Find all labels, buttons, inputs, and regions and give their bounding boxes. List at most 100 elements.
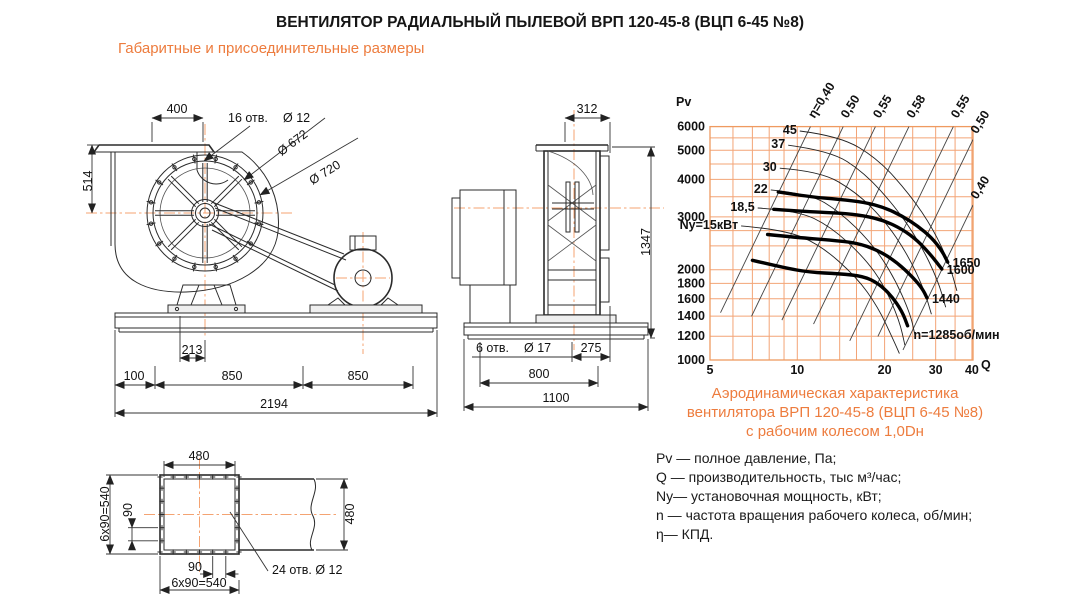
dim-flange-dia: Ø 720 xyxy=(307,158,343,188)
chart-grid xyxy=(709,125,974,361)
eta-line-3 xyxy=(813,126,910,325)
dim-top-312: 312 xyxy=(577,102,598,116)
dim-flange-holes: 24 отв. Ø 12 xyxy=(272,563,343,577)
legend-item-ny: Ny— установочная мощность, кВт; xyxy=(656,488,882,504)
side-view-svg: 312 1347 6 отв. Ø 17 275 800 1100 xyxy=(451,102,664,411)
y-tick-1600: 1600 xyxy=(677,292,705,306)
belt-drive xyxy=(208,201,347,292)
x-tick-20: 20 xyxy=(878,363,892,377)
x-tick-30: 30 xyxy=(929,363,943,377)
page-subtitle: Габаритные и присоединительные размеры xyxy=(118,40,425,57)
rpm-label-1285: n=1285об/мин xyxy=(914,328,1000,342)
fan-curve-1650 xyxy=(776,190,950,264)
page-title: ВЕНТИЛЯТОР РАДИАЛЬНЫЙ ПЫЛЕВОЙ ВРП 120-45… xyxy=(276,14,804,31)
eta-line-0 xyxy=(720,126,811,313)
centerlines xyxy=(86,124,390,354)
power-curve-18.5 xyxy=(757,207,906,346)
power-label-15: Ny=15кВт xyxy=(680,218,738,232)
dim-inlet-holes-dia: Ø 12 xyxy=(283,111,310,125)
dim-left-100: 100 xyxy=(124,369,145,383)
dim-span1-850: 850 xyxy=(222,369,243,383)
legend-item-pv: Pv — полное давление, Па; xyxy=(656,450,837,466)
flange-bolt-holes xyxy=(157,474,242,555)
power-label-30: 30 xyxy=(763,160,777,174)
flange-dimensions: 480 6x90=540 90 480 90 xyxy=(98,449,357,594)
y-tick-6000: 6000 xyxy=(677,120,705,134)
chart-caption-line3: с рабочим колесом 1,0Dн xyxy=(746,423,924,440)
eta-line-2 xyxy=(781,126,876,321)
power-label-45: 45 xyxy=(783,123,797,137)
rpm-label-1600: 1600 xyxy=(947,263,975,277)
dim-pitch-left: 6x90=540 xyxy=(98,486,112,541)
dim-height-514: 514 xyxy=(81,171,95,192)
eta-label-1: 0,50 xyxy=(838,92,863,120)
y-tick-3000: 3000 xyxy=(677,210,705,224)
dim-flange-480-right: 480 xyxy=(343,504,357,525)
inlet-bolt-holes xyxy=(146,154,264,272)
power-curve-37 xyxy=(788,144,947,308)
dim-total-1100: 1100 xyxy=(543,391,570,405)
y-tick-1000: 1000 xyxy=(677,353,705,367)
dim-outlet-width: 400 xyxy=(167,102,188,116)
side-view-drawing: 312 1347 6 отв. Ø 17 275 800 1100 xyxy=(451,90,670,420)
power-curve-30 xyxy=(779,167,932,315)
dim-base-holes-count: 6 отв. xyxy=(476,341,509,355)
y-tick-1200: 1200 xyxy=(677,329,705,343)
casing-side xyxy=(535,144,610,316)
dim-offset-275: 275 xyxy=(581,341,602,355)
fan-curve-1600 xyxy=(772,207,944,271)
flange-view-svg: 480 6x90=540 90 480 90 xyxy=(98,449,357,594)
base-side xyxy=(463,314,649,340)
dim-base-holes-dia: Ø 17 xyxy=(524,341,551,355)
y-tick-5000: 5000 xyxy=(677,143,705,157)
eta-label-4: 0,55 xyxy=(948,92,973,120)
chart-caption-line1: Аэродинамическая характеристика xyxy=(711,385,959,402)
dim-pitch-bottom: 6x90=540 xyxy=(171,576,226,590)
rpm-label-1440: 1440 xyxy=(932,292,960,306)
x-axis-title: Q xyxy=(981,358,991,372)
eta-line-6 xyxy=(902,204,973,351)
legend-item-eta: η— КПД. xyxy=(656,526,714,542)
front-view-drawing: 400 16 отв. Ø 12 Ø 672 Ø 720 514 213 xyxy=(81,86,454,426)
y-tick-2000: 2000 xyxy=(677,263,705,277)
dim-inlet-holes-count: 16 отв. xyxy=(228,111,268,125)
chart-legend: Pv — полное давление, Па; Q — производит… xyxy=(656,449,1026,544)
x-tick-5: 5 xyxy=(707,363,714,377)
centerlines xyxy=(454,110,664,350)
power-curve-22 xyxy=(770,189,916,337)
flange-outline xyxy=(157,474,316,555)
support-pedestal xyxy=(167,284,246,314)
eta-line-4 xyxy=(849,126,954,342)
dim-base-800: 800 xyxy=(529,367,550,381)
y-tick-1800: 1800 xyxy=(677,276,705,290)
power-label-37: 37 xyxy=(771,137,785,151)
x-tick-40: 40 xyxy=(965,363,979,377)
legend-item-q: Q — производительность, тыс м³/час; xyxy=(656,469,902,485)
dim-span2-850: 850 xyxy=(348,369,369,383)
dim-pitch-90-bottom: 90 xyxy=(188,560,202,574)
eta-label-2: 0,55 xyxy=(870,92,895,120)
dim-flange-480-top: 480 xyxy=(189,449,210,463)
dim-bolt-circle: Ø 672 xyxy=(275,127,311,159)
front-view-svg: 400 16 отв. Ø 12 Ø 672 Ø 720 514 213 xyxy=(81,102,438,417)
y-tick-4000: 4000 xyxy=(677,172,705,186)
motor-side xyxy=(451,189,517,324)
eta-label-5: 0,50 xyxy=(968,108,993,136)
eta-line-5 xyxy=(877,139,973,337)
flange-view-drawing: 480 6x90=540 90 480 90 xyxy=(92,432,382,607)
chart-caption-line2: вентилятора ВРП 120-45-8 (ВЦП 6-45 №8) xyxy=(686,404,984,421)
dim-height-1347: 1347 xyxy=(639,228,653,256)
eta-label-3: 0,58 xyxy=(904,92,929,120)
centerlines xyxy=(144,458,339,572)
legend-item-n: n — частота вращения рабочего колеса, об… xyxy=(656,507,973,523)
chart-curves xyxy=(720,126,973,354)
base-frame xyxy=(114,312,438,333)
eta-label-0: η=0,40 xyxy=(805,80,838,121)
fan-curve-1440 xyxy=(765,232,929,300)
y-axis-title: Pv xyxy=(676,95,691,109)
dim-offset-213: 213 xyxy=(182,343,203,357)
power-label-18.5: 18,5 xyxy=(730,200,754,214)
